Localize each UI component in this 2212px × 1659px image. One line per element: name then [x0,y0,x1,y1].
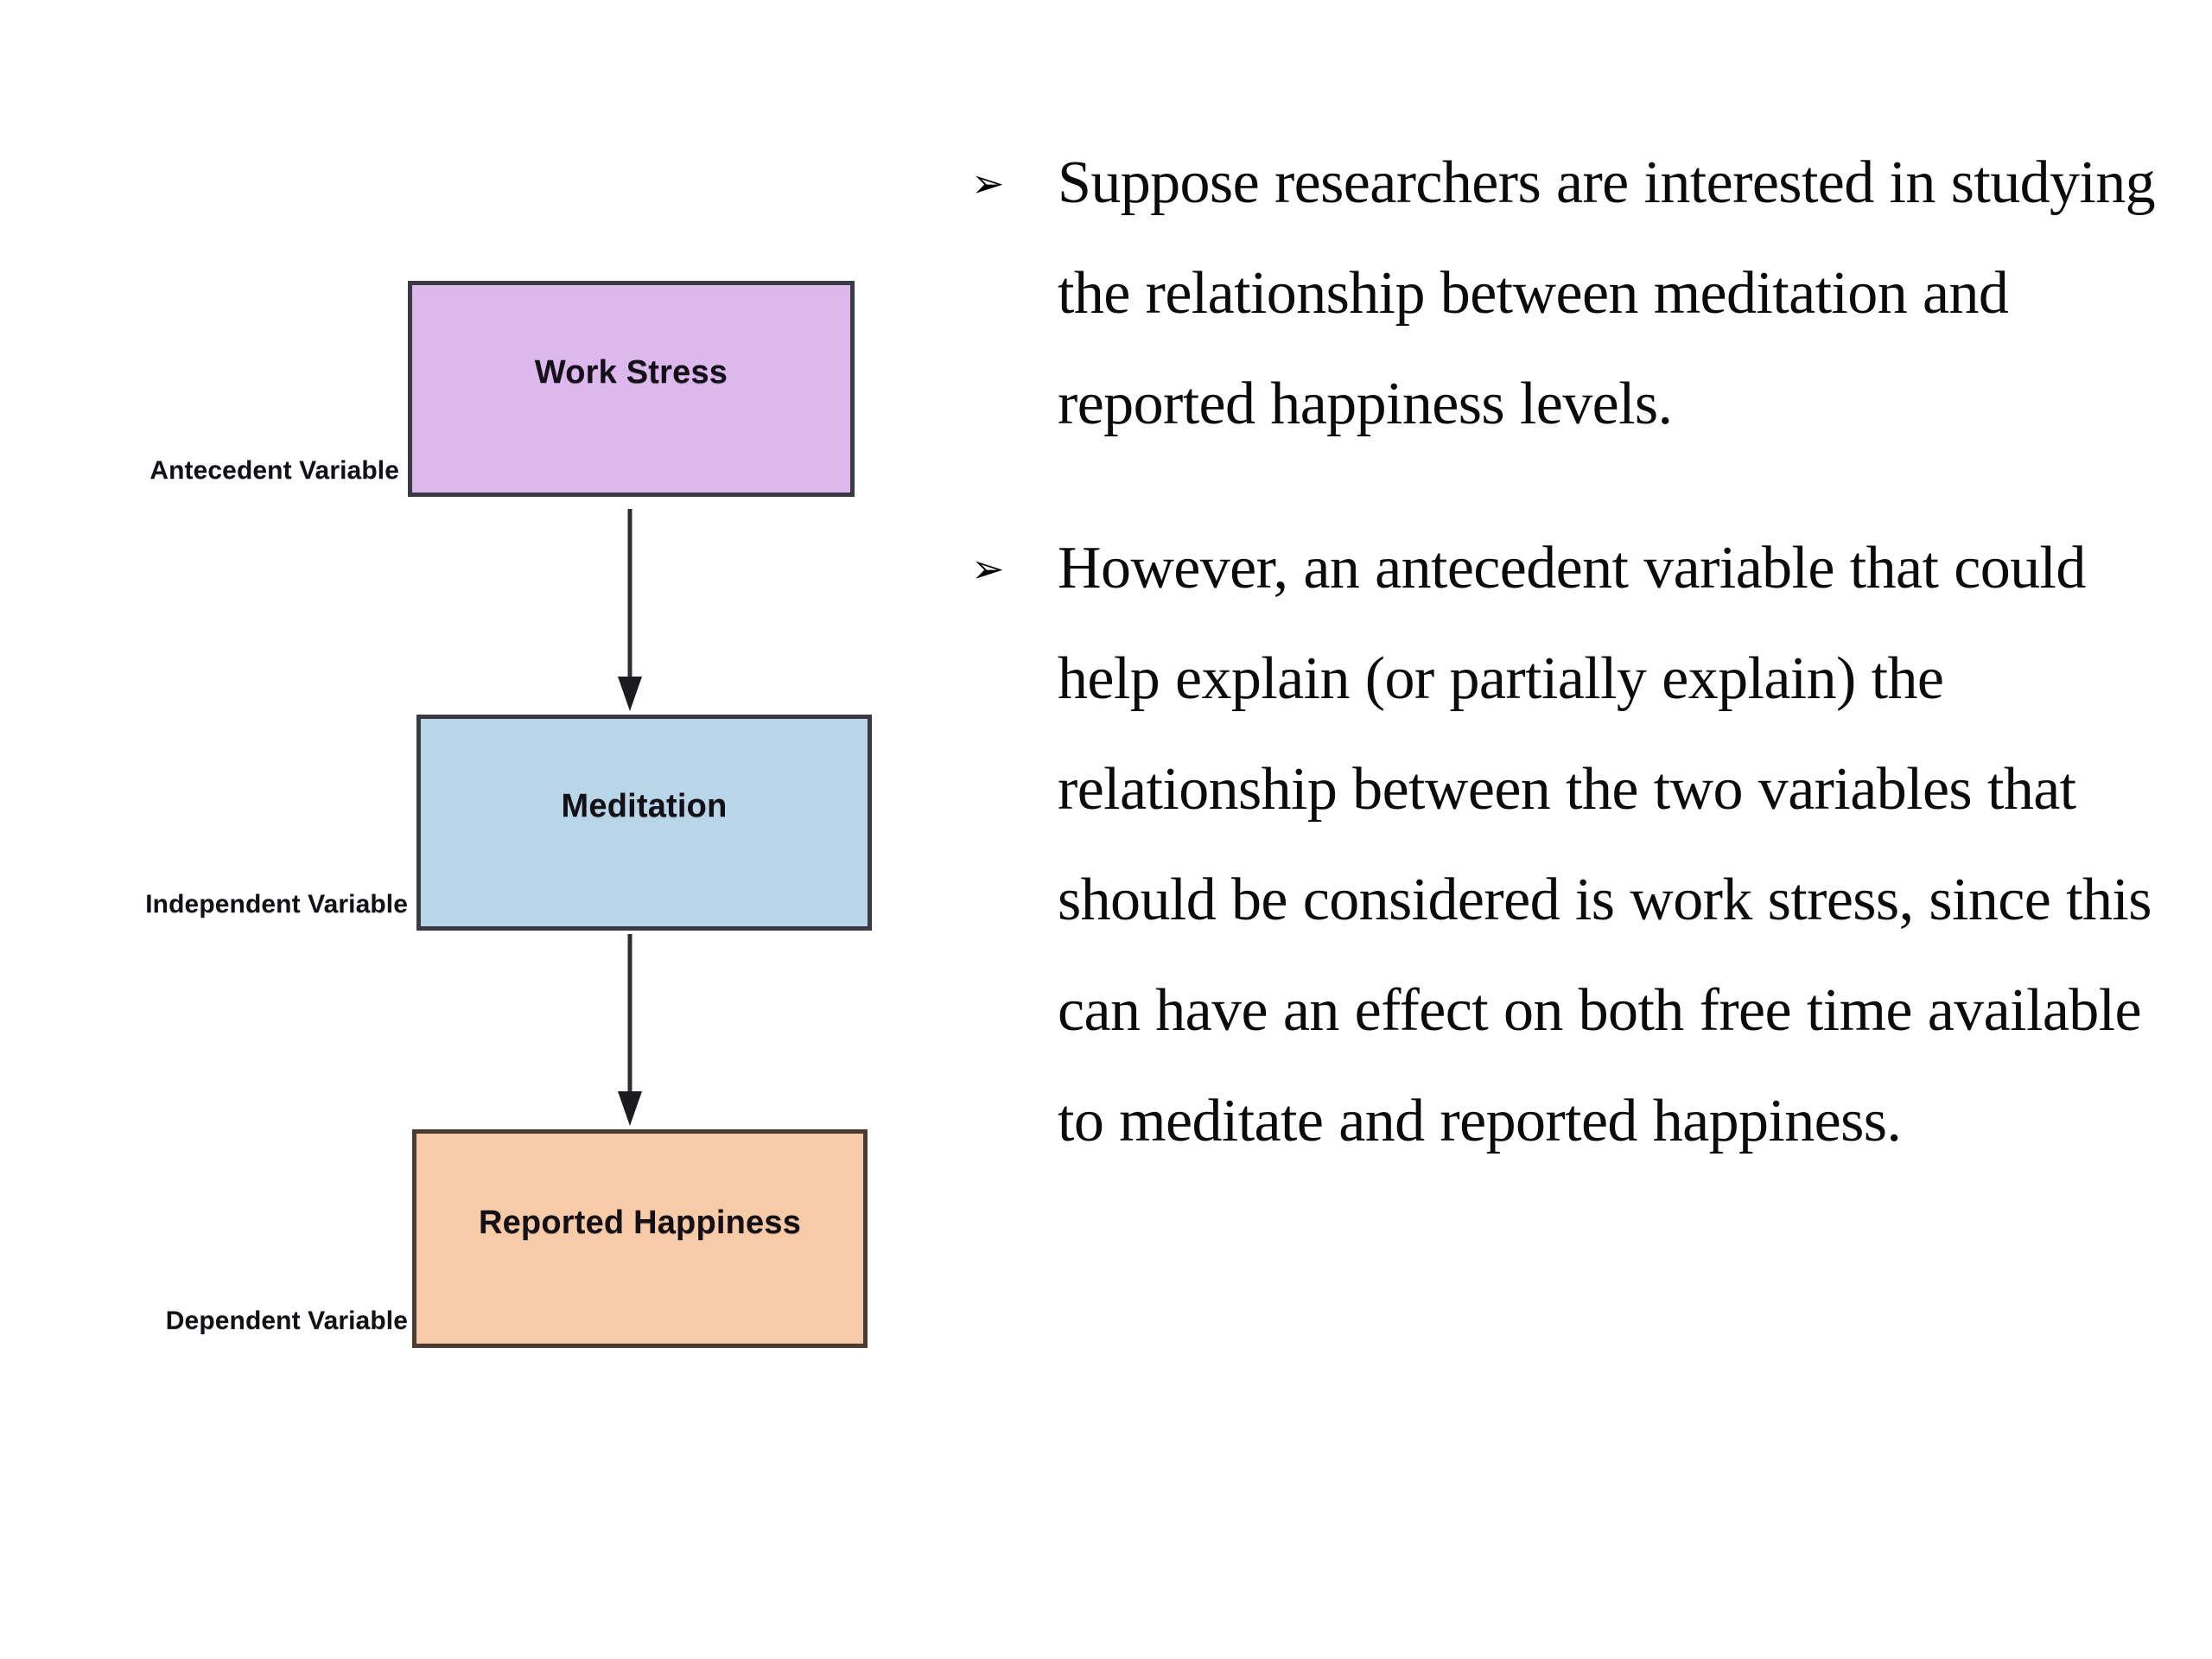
flow-node-meditation-label: Meditation [561,788,728,825]
flowchart-diagram: Work Stress Meditation Reported Happines… [0,0,950,1659]
bullet-paragraph-2: However, an antecedent variable that cou… [1058,535,2152,1154]
flow-node-meditation[interactable]: Meditation [416,715,872,931]
role-label-antecedent-variable: Antecedent Variable [149,456,399,485]
bullet-list-item: ➢ However, an antecedent variable that c… [968,513,2195,1177]
flow-node-reported-happiness[interactable]: Reported Happiness [412,1129,868,1348]
role-label-independent-variable: Independent Variable [145,890,408,918]
bullet-paragraph-1: Suppose researchers are interested in st… [1058,149,2156,437]
bullet-arrow-icon: ➢ [971,160,1005,207]
arrow-down-icon-meditation-to-happiness [618,934,642,1126]
flow-node-reported-happiness-label: Reported Happiness [478,1204,802,1241]
bullet-text-column: ➢ Suppose researchers are interested in … [968,128,2195,1230]
bullet-list-item: ➢ Suppose researchers are interested in … [968,128,2195,460]
arrow-down-icon-stress-to-meditation [618,509,642,711]
bullet-arrow-icon: ➢ [971,545,1005,592]
flow-node-work-stress-label: Work Stress [534,354,728,391]
flow-node-work-stress[interactable]: Work Stress [408,281,855,497]
role-label-dependent-variable: Dependent Variable [165,1306,408,1335]
